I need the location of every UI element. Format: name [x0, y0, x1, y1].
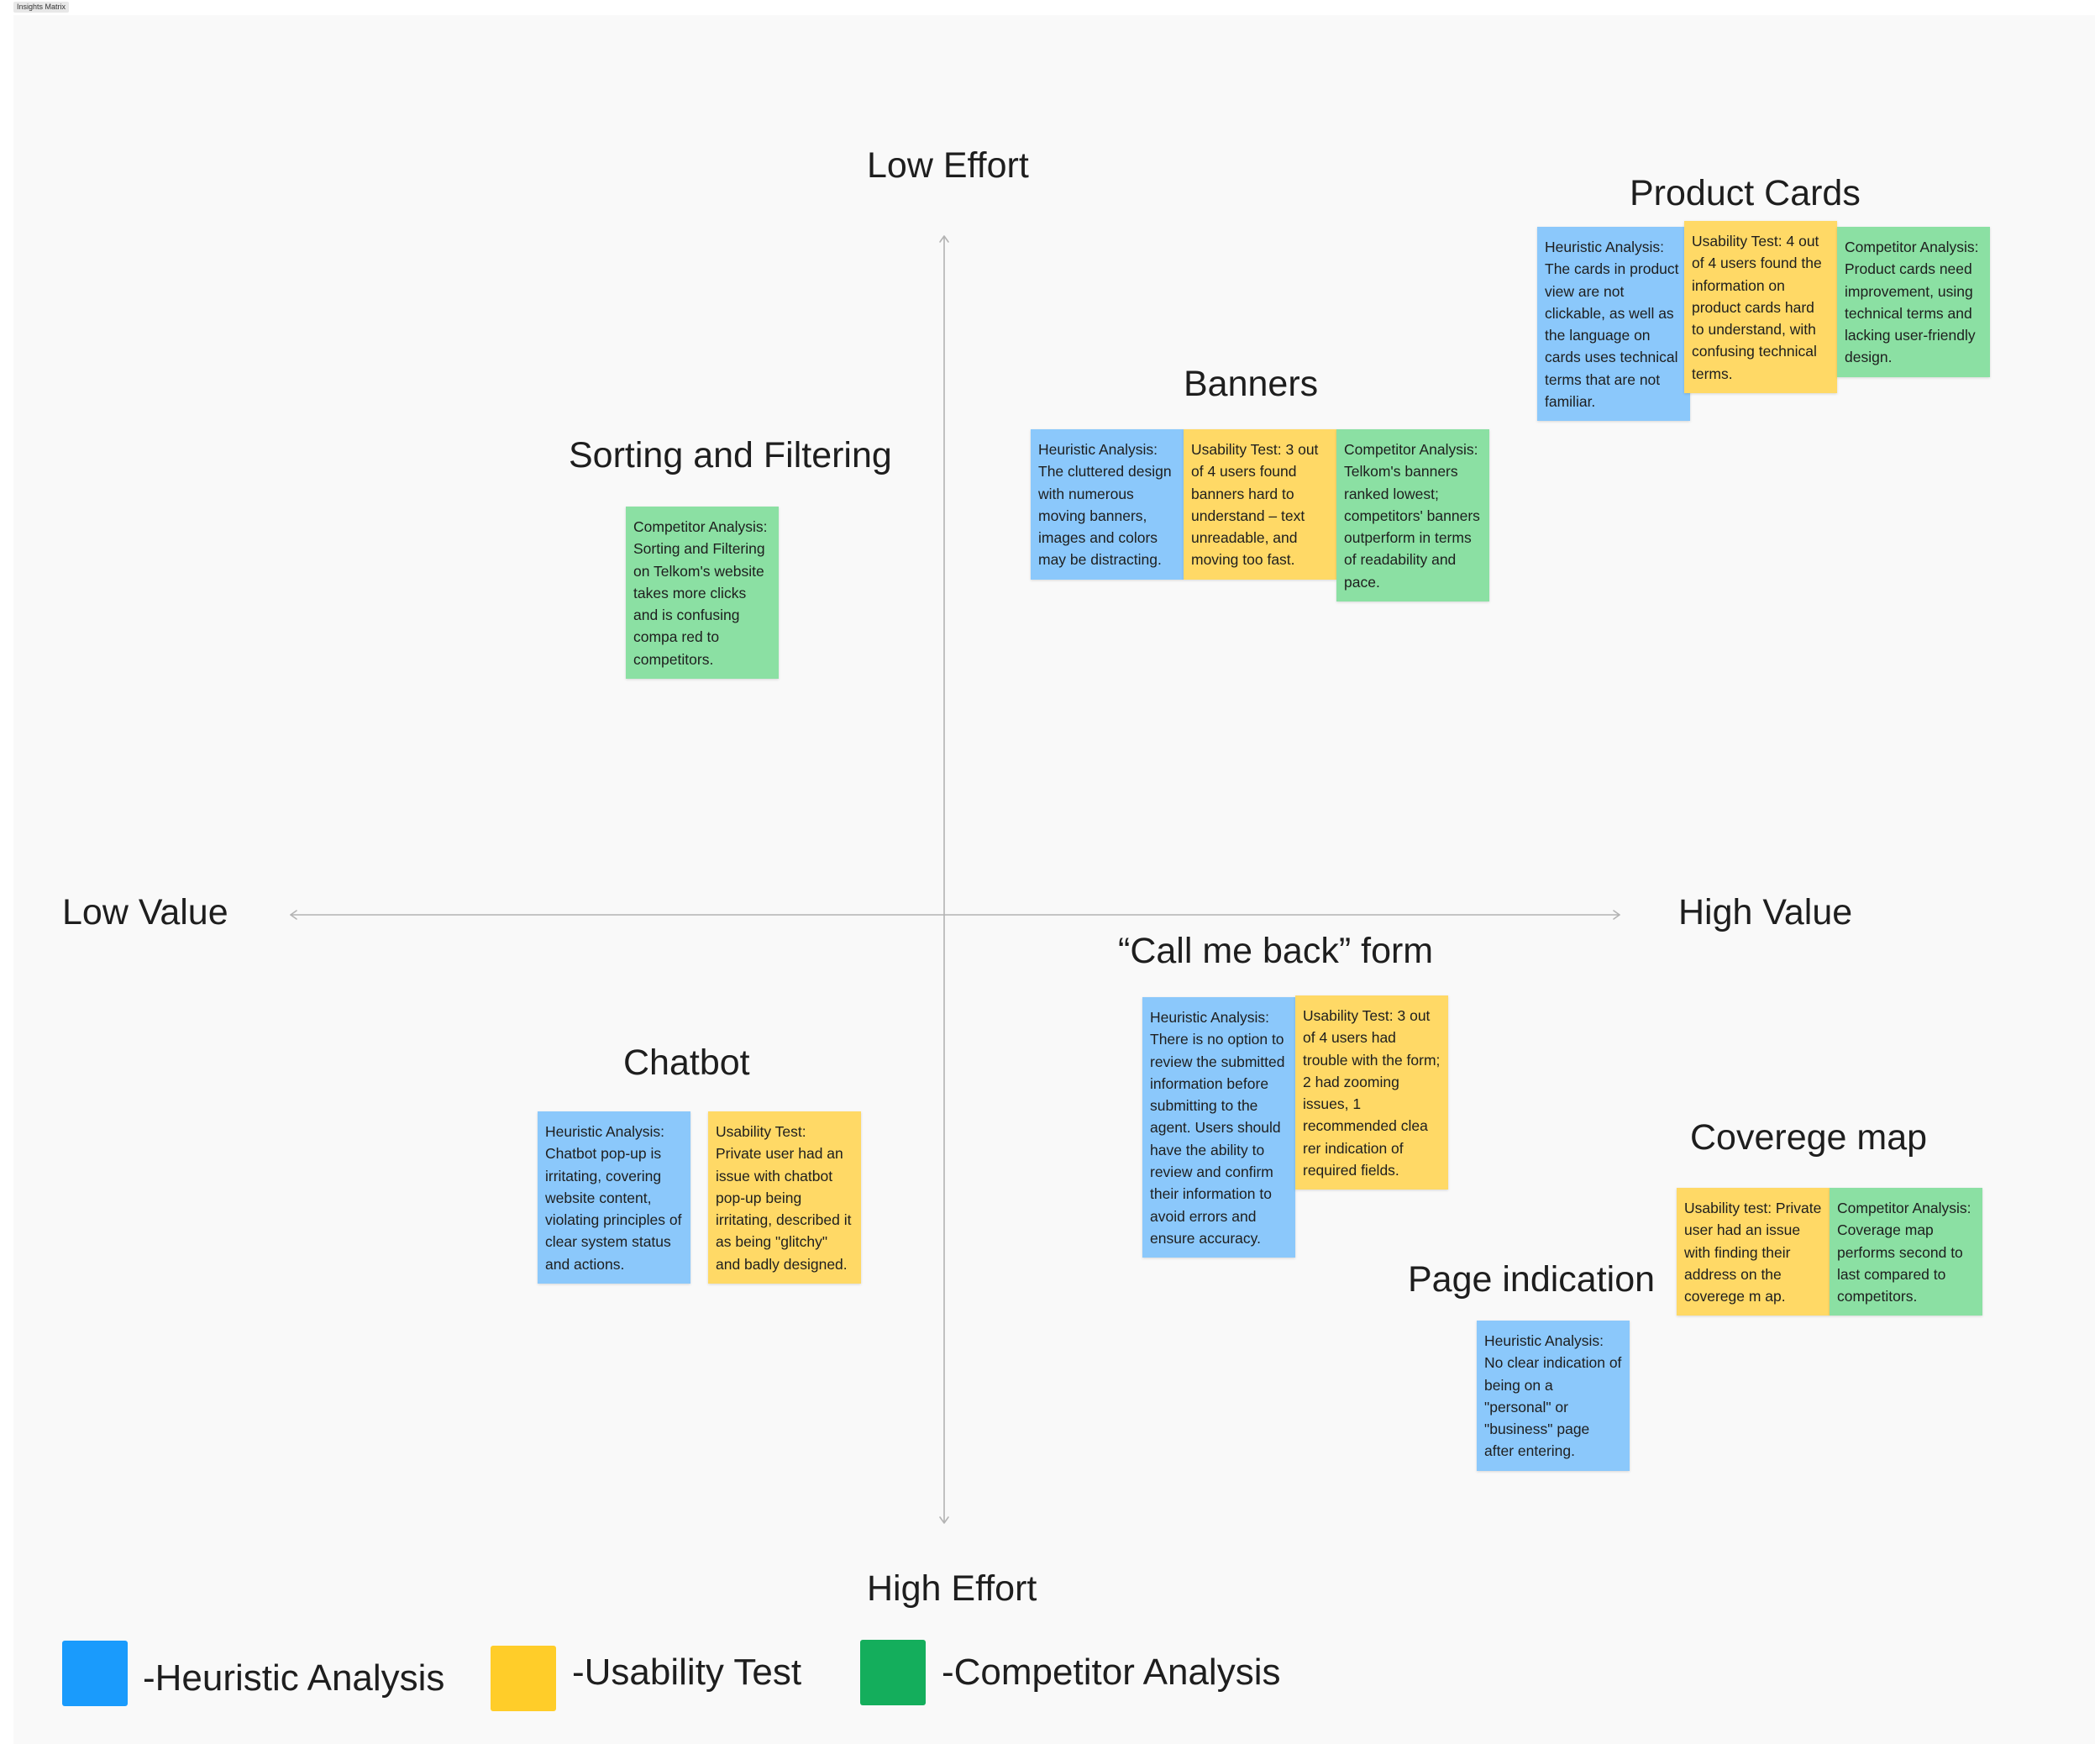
axis-arrow-up — [939, 235, 949, 243]
sticky-note-heuristic[interactable]: Heuristic Analysis: No clear indication … — [1477, 1321, 1630, 1471]
sticky-note-heuristic[interactable]: Heuristic Analysis: Chatbot pop-up is ir… — [538, 1111, 690, 1284]
group-title-banners: Banners — [1184, 364, 1319, 404]
group-title-coverage-map: Coverege map — [1690, 1117, 1928, 1158]
group-title-call-me-back-form: “Call me back” form — [1118, 931, 1434, 971]
sticky-note-competitor[interactable]: Competitor Analysis: Sorting and Filteri… — [626, 507, 779, 680]
sticky-note-usability[interactable]: Usability test: Private user had an issu… — [1677, 1188, 1830, 1316]
sticky-note-usability[interactable]: Usability Test: 3 out of 4 users found b… — [1184, 429, 1336, 580]
group-title-page-indication: Page indication — [1408, 1259, 1656, 1300]
axis-arrow-left — [290, 910, 297, 920]
group-title-chatbot: Chatbot — [623, 1043, 750, 1083]
legend-label-usability: -Usability Test — [572, 1652, 802, 1693]
sticky-note-usability[interactable]: Usability Test: Private user had an issu… — [708, 1111, 861, 1284]
legend-label-competitor: -Competitor Analysis — [942, 1652, 1281, 1693]
sticky-note-heuristic[interactable]: Heuristic Analysis: The cluttered design… — [1031, 429, 1184, 580]
sticky-note-heuristic[interactable]: Heuristic Analysis: The cards in product… — [1537, 227, 1690, 422]
group-title-sorting-filtering: Sorting and Filtering — [569, 435, 892, 475]
legend-swatch-heuristic — [62, 1641, 128, 1706]
sticky-note-usability[interactable]: Usability Test: 4 out of 4 users found t… — [1684, 221, 1837, 394]
axis-label-low-value: Low Value — [62, 892, 228, 932]
sticky-note-competitor[interactable]: Competitor Analysis: Coverage map perfor… — [1830, 1188, 1982, 1316]
legend-swatch-competitor — [860, 1640, 926, 1705]
axis-arrow-right — [1613, 910, 1620, 920]
axis-arrow-down — [939, 1516, 949, 1524]
axis-label-low-effort: Low Effort — [867, 145, 1029, 186]
legend-swatch-usability — [491, 1646, 556, 1711]
group-title-product-cards: Product Cards — [1630, 173, 1861, 213]
sticky-note-heuristic[interactable]: Heuristic Analysis: There is no option t… — [1142, 997, 1295, 1258]
sticky-note-competitor[interactable]: Competitor Analysis: Telkom's banners ra… — [1336, 429, 1489, 602]
sticky-note-competitor[interactable]: Competitor Analysis: Product cards need … — [1837, 227, 1990, 377]
sticky-note-usability[interactable]: Usability Test: 3 out of 4 users had tro… — [1295, 995, 1448, 1190]
axis-label-high-value: High Value — [1678, 892, 1853, 932]
frame-label[interactable]: Insights Matrix — [13, 2, 70, 13]
axis-label-high-effort: High Effort — [867, 1568, 1037, 1609]
legend-label-heuristic: -Heuristic Analysis — [143, 1657, 445, 1699]
